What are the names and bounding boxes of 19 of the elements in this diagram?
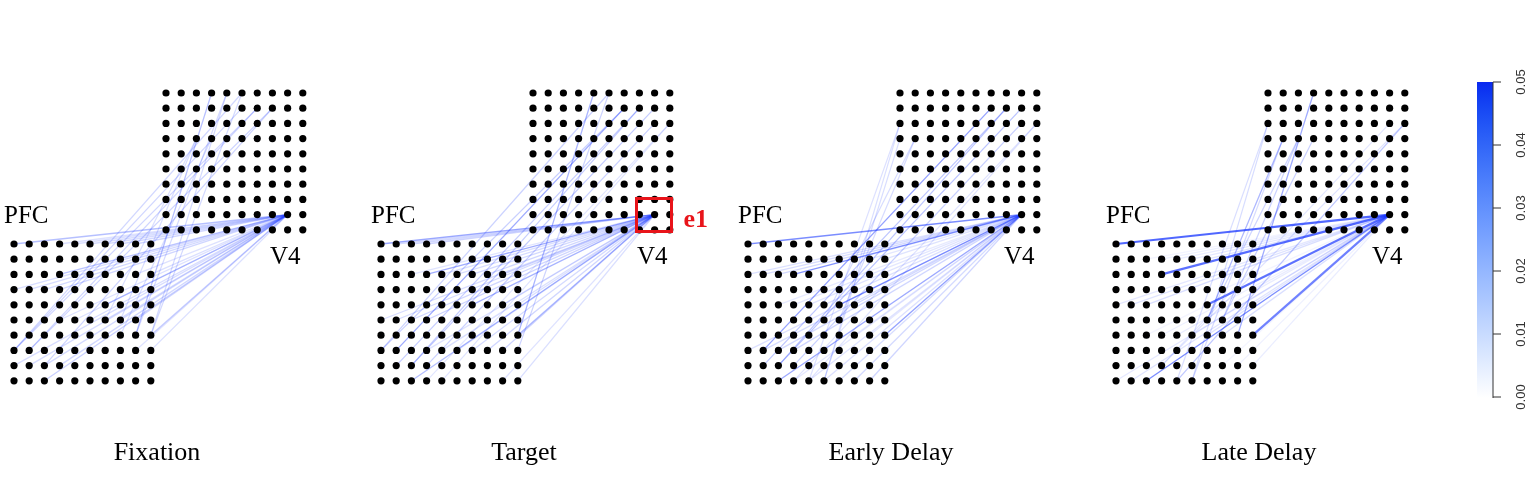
tick-label: 0.04: [1512, 132, 1530, 158]
tick-label: 0.01: [1512, 321, 1530, 347]
panel-title: Fixation: [113, 436, 201, 468]
panel-title: Early Delay: [828, 436, 954, 468]
tick-label: 0.05: [1512, 69, 1530, 95]
region-label: PFC: [1106, 200, 1151, 230]
region-label: V4: [270, 241, 301, 271]
panel-title: Target: [491, 436, 557, 468]
callout-label: e1: [683, 203, 708, 236]
region-label: V4: [1372, 241, 1403, 271]
tick-label: 0.02: [1512, 258, 1530, 284]
region-label: PFC: [4, 200, 49, 230]
panel-title: Late Delay: [1201, 436, 1317, 468]
region-label: PFC: [371, 200, 416, 230]
tick-label: 0.00: [1512, 384, 1530, 410]
region-label: PFC: [738, 200, 783, 230]
tick-label: 0.03: [1512, 195, 1530, 221]
region-label: V4: [1004, 241, 1035, 271]
region-label: V4: [637, 241, 668, 271]
